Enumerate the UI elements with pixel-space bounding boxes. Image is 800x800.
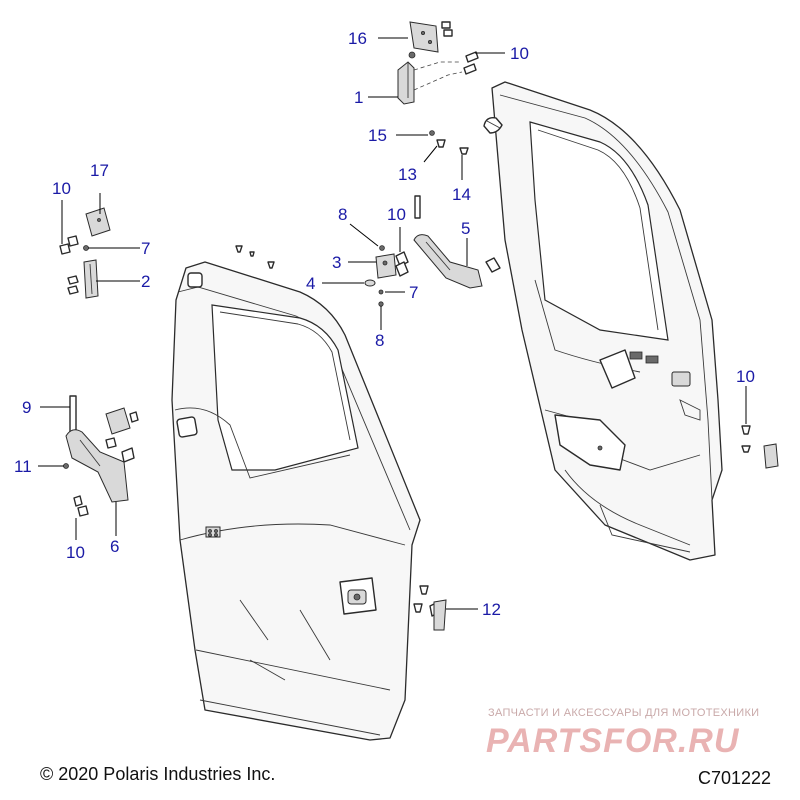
- callout-3: 3: [332, 253, 341, 272]
- callout-10: 10: [66, 543, 85, 562]
- callouts: 16 10 1 15 13 14 8 10 5 3 4 7 8 17 10 7 …: [14, 29, 755, 619]
- right-door: [483, 81, 723, 561]
- left-upper-brackets: [59, 207, 111, 299]
- callout-1: 1: [354, 88, 363, 107]
- callout-10: 10: [52, 179, 71, 198]
- diagram-code: C701222: [698, 768, 771, 788]
- callout-13: 13: [398, 165, 417, 184]
- callout-14: 14: [452, 185, 471, 204]
- callout-8: 8: [375, 331, 384, 350]
- callout-4: 4: [306, 274, 315, 293]
- callout-12: 12: [482, 600, 501, 619]
- callout-9: 9: [22, 398, 31, 417]
- part-1-hinge-bracket: [397, 51, 479, 105]
- watermark-tagline: ЗАПЧАСТИ И АКСЕССУАРЫ ДЛЯ МОТОТЕХНИКИ: [488, 707, 759, 719]
- right-lower-hinge: [741, 425, 779, 469]
- top-hardware: [429, 130, 469, 155]
- callout-7: 7: [141, 239, 150, 258]
- callout-10: 10: [510, 44, 529, 63]
- left-lower-hinge: [63, 395, 139, 517]
- callout-8: 8: [338, 205, 347, 224]
- callout-11: 11: [14, 457, 32, 476]
- callout-7: 7: [409, 283, 418, 302]
- callout-5: 5: [461, 219, 470, 238]
- mid-hinge-cluster: [364, 195, 501, 307]
- watermark-brand: PARTSFOR.RU: [486, 722, 740, 760]
- callout-10: 10: [736, 367, 755, 386]
- callout-2: 2: [141, 272, 150, 291]
- leader-lines: [38, 37, 747, 610]
- callout-6: 6: [110, 537, 119, 556]
- callout-17: 17: [90, 161, 109, 180]
- callout-16: 16: [348, 29, 367, 48]
- callout-10: 10: [387, 205, 406, 224]
- copyright-text: © 2020 Polaris Industries Inc.: [40, 764, 275, 784]
- part-12-striker: [413, 585, 447, 631]
- door-screws: [235, 245, 275, 269]
- part-16-shim: [408, 21, 453, 59]
- callout-15: 15: [368, 126, 387, 145]
- left-door: [171, 261, 421, 741]
- watermark: ЗАПЧАСТИ И АКСЕССУАРЫ ДЛЯ МОТОТЕХНИКИ PA…: [486, 707, 759, 760]
